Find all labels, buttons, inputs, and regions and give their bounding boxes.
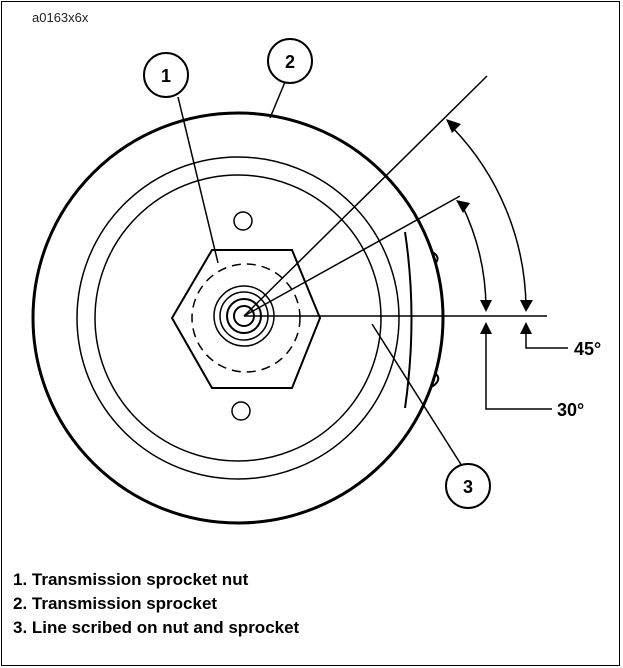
leader-45	[520, 322, 568, 349]
line-30-degree	[243, 195, 461, 317]
angle-label-45: 45°	[574, 339, 601, 359]
callout-2-label: 2	[285, 52, 295, 72]
bolt-hole-top	[233, 211, 253, 231]
legend-item: 1. Transmission sprocket nut	[13, 570, 249, 589]
angle-arc-30	[456, 200, 492, 312]
bolt-hole-bottom	[231, 401, 251, 421]
leader-30	[480, 322, 552, 410]
dashed-washer	[191, 263, 301, 373]
hex-nut	[170, 249, 322, 389]
sprocket-ring-outer	[76, 156, 400, 480]
line-45-degree	[243, 75, 488, 317]
callout-2: 2	[267, 38, 313, 119]
legend: 1. Transmission sprocket nut 2. Transmis…	[13, 568, 299, 640]
angle-label-30: 30°	[557, 400, 584, 420]
sprocket-ring-inner	[94, 174, 382, 462]
callout-3: 3	[371, 323, 491, 509]
figure-id: a0163x6x	[32, 10, 89, 25]
angle-arc-45	[446, 119, 533, 312]
callout-3-label: 3	[463, 477, 473, 497]
legend-item: 2. Transmission sprocket	[13, 594, 218, 613]
callout-1-label: 1	[161, 66, 171, 86]
callout-1: 1	[143, 52, 219, 264]
tooth-base-contour	[404, 231, 413, 409]
legend-item: 3. Line scribed on nut and sprocket	[13, 618, 300, 637]
scribed-lines	[243, 75, 547, 317]
